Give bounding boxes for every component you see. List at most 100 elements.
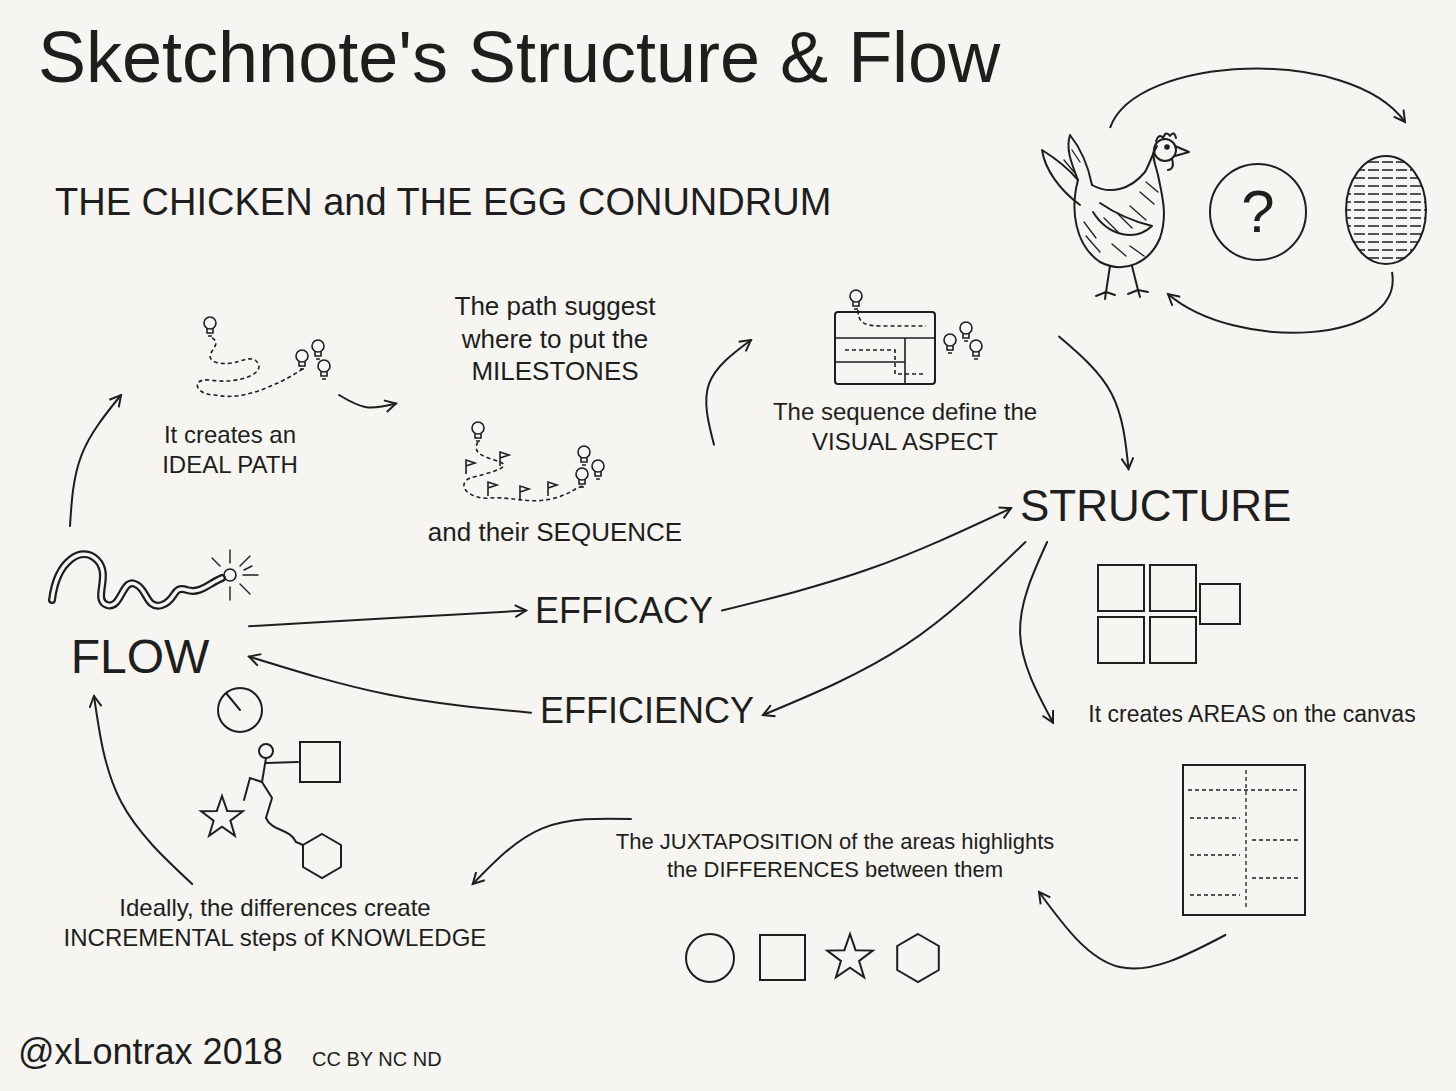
hen-head [1154,139,1176,161]
square-shape [760,935,805,980]
square-shape [300,742,340,782]
hexagon-shape [303,834,341,878]
figure-head [259,744,273,758]
flag-icon [500,452,509,466]
flow-arrow [249,611,526,627]
question-circle: ? [1208,162,1308,262]
bulb-icon [472,422,484,441]
node-text: EFFICACY [535,588,713,633]
flag-icon [548,482,557,496]
flow-squiggle [52,550,258,606]
hen-hatching [1064,150,1158,256]
flow-arrow [473,819,631,884]
node-text: EFFICIENCY [540,688,754,733]
circle-shape [686,934,734,982]
node-text: The JUXTAPOSITION of the areas highlight… [613,828,1058,883]
bulb-icon [578,446,590,465]
concept-text: It creates an IDEAL PATH [130,310,330,480]
areas-canvas [1183,765,1305,915]
bulb-icon [944,334,956,353]
difference-shapes [686,934,939,982]
concept-text: The sequence define the VISUAL ASPECT [760,285,1050,457]
key-concept: EFFICACY [535,588,713,633]
flag-icon [520,486,529,500]
canvas-outline [1183,765,1305,915]
ribbon-outline [52,554,222,606]
bulb-icon [850,290,862,309]
author-credit: @xLontrax 2018 [18,1030,283,1073]
dashed-path [845,310,926,374]
bulb-icon [970,340,982,359]
milestones-sketch [464,422,604,501]
grid-square [1098,617,1144,663]
hen-beak [1175,146,1189,156]
visual-aspect-sketch [835,290,982,384]
flow-arrow [1059,337,1129,469]
circle-shape [218,688,262,732]
bulb-icon [592,460,604,479]
dashed-path [197,338,304,396]
node-text: and their SEQUENCE [405,516,705,549]
grid-square [1200,584,1240,624]
node-text: FLOW [40,627,240,687]
climbing-figure [201,688,341,878]
node-text: The path suggest where to put the MILEST… [438,290,673,388]
flag-icon [466,460,475,474]
cycle-arrow [1110,69,1405,128]
hen-comb [1156,133,1176,141]
grid-square [1098,565,1144,611]
node-text: The sequence define the VISUAL ASPECT [763,397,1048,457]
flag-icon [488,482,497,496]
grid-square [1150,565,1196,611]
sparkle-rays [212,550,258,600]
flow-arrow [339,395,396,408]
star-shape [827,934,873,977]
hen-tail [1042,135,1092,205]
ideal-path-sketch [197,317,330,396]
flow-arrow [1020,542,1053,723]
circle-outline [1210,164,1306,260]
bulb-icon [960,322,972,341]
title-text: Sketchnote's Structure & Flow [38,14,1000,100]
subtitle-text: THE CHICKEN and THE EGG CONUNDRUM [55,180,831,226]
bulb-icon [204,317,216,336]
flow-arrow [70,395,121,526]
concept-text: The JUXTAPOSITION of the areas highlight… [580,828,1090,883]
flow-arrow [706,340,751,445]
node-text: Ideally, the differences create INCREMEN… [55,893,495,953]
concept-text: The path suggest where to put the MILEST… [405,290,705,548]
dashed-path [464,442,585,501]
key-concept: EFFICIENCY [540,688,754,733]
bulb-icon [576,468,588,487]
node-text: STRUCTURE [1020,478,1291,533]
hen-wattle [1168,159,1173,170]
bulb-icon [296,350,308,369]
hexagon-shape [897,934,939,982]
bulb-icon [312,340,324,359]
node-text: It creates AREAS on the canvas [1062,700,1442,729]
canvas-sections [835,338,935,384]
cycle-arrow [1168,272,1393,333]
key-concept: STRUCTURE [1020,478,1291,533]
flow-arrow [763,542,1025,715]
concept-text: It creates AREAS on the canvas [1062,700,1442,926]
egg-outline [1346,156,1426,264]
figure-body [244,758,303,845]
hen-eye [1165,145,1169,149]
concept-text: Ideally, the differences create INCREMEN… [45,893,505,953]
ribbon-inner [52,554,222,606]
hen-drawing [1042,133,1189,299]
flow-arrow [94,696,192,884]
node-text: ? [1241,182,1274,242]
flow-arrow [249,657,531,713]
key-concept: FLOW [40,535,240,687]
star-shape [201,796,243,836]
node-text: It creates an IDEAL PATH [135,420,325,480]
structure-grid [1098,565,1240,663]
license-note: CC BY NC ND [312,1047,442,1071]
flow-arrow [1039,892,1225,969]
circle-mark [226,693,240,710]
egg-drawing [1340,156,1432,264]
grid-square [1150,617,1196,663]
